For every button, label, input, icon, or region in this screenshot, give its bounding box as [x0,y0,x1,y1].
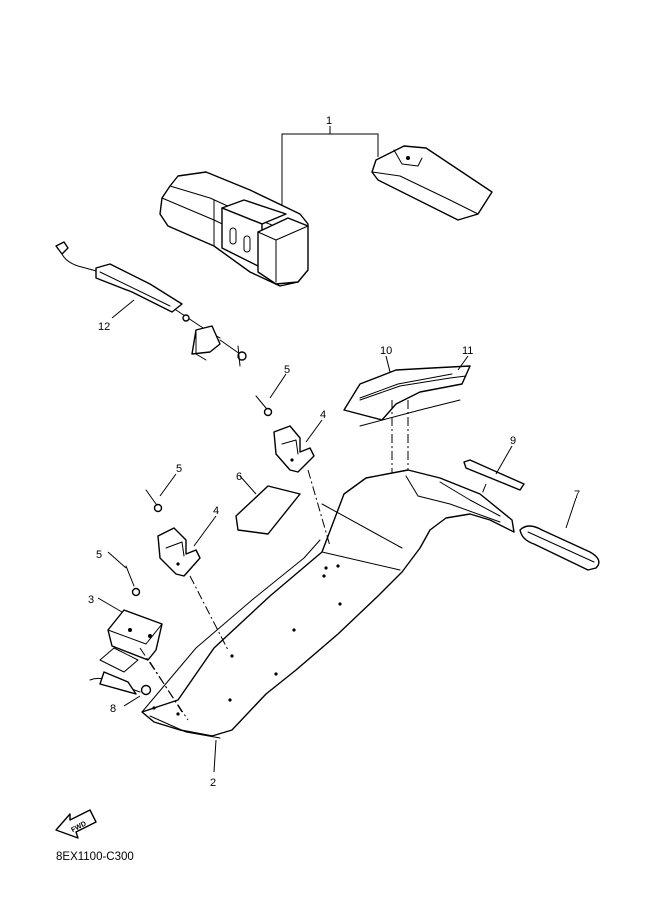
callout-9: 9 [510,435,516,447]
seat-hook [519,497,600,571]
label-decal [235,475,301,535]
rear-fender [141,469,515,773]
callout-4-upper: 4 [320,409,326,421]
screw-middle [145,473,177,513]
screw-lower [107,551,141,597]
fwd-arrow-icon: FWD [55,809,97,839]
callout-7: 7 [574,489,580,501]
drawing-code: 8EX1100-C300 [56,851,134,863]
callout-4-lower: 4 [213,505,219,517]
pin [123,647,189,721]
callout-6: 6 [236,471,242,483]
mount-plate [89,597,163,695]
cable-assembly [55,241,247,367]
callout-1: 1 [326,115,332,127]
screw-upper [255,373,287,417]
callout-11: 11 [462,345,473,357]
bracket-upper [273,419,331,547]
callout-3: 3 [88,594,94,606]
callout-8: 8 [110,703,116,715]
callout-2: 2 [210,777,216,789]
tool-bag [159,126,493,287]
callout-5-middle: 5 [176,463,182,475]
decal-pair [343,355,471,496]
callout-10: 10 [380,345,392,357]
callout-5-lower: 5 [96,549,102,561]
bracket-lower [157,515,229,651]
callout-12: 12 [98,321,110,333]
callout-5-upper: 5 [284,364,290,376]
